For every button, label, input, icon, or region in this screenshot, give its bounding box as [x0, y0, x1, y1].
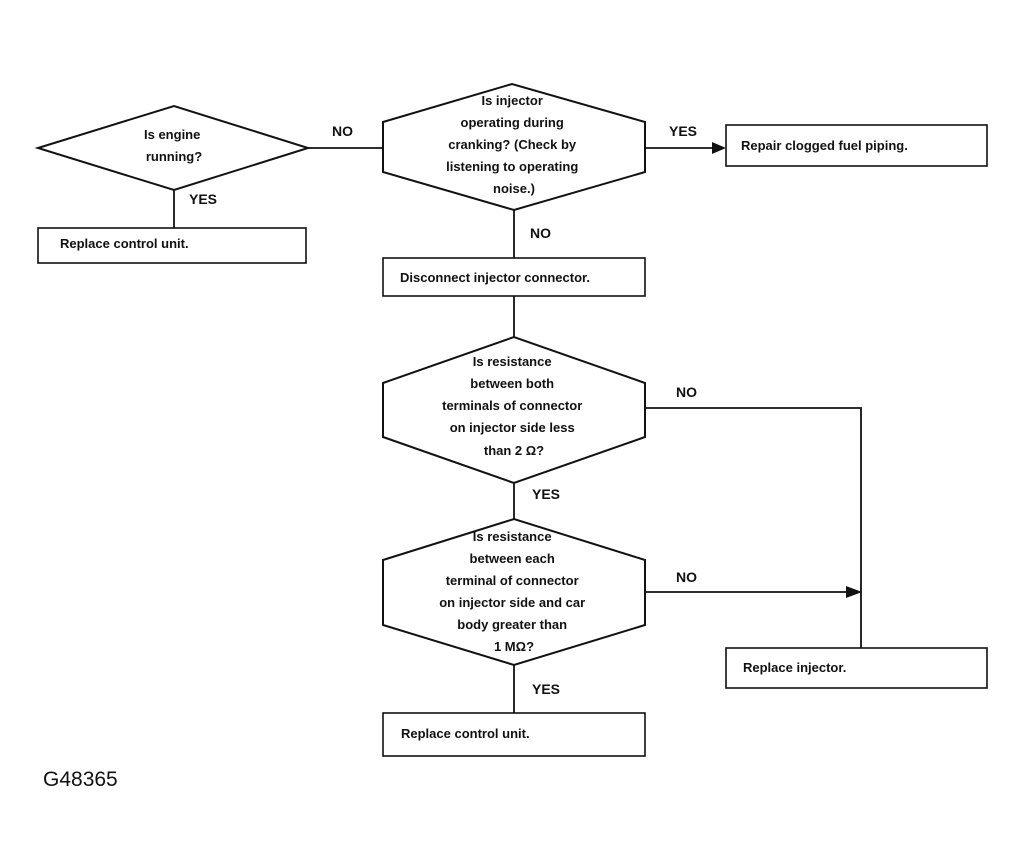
label-engine-no: NO — [332, 123, 353, 139]
decision-text: Is resistance between both terminals of … — [442, 354, 586, 458]
decision-line: than 2 Ω? — [484, 443, 544, 458]
decision-line: terminal of connector — [446, 573, 579, 588]
decision-injector-operating: Is injector operating during cranking? (… — [382, 82, 646, 212]
decision-line: listening to operating — [446, 159, 578, 174]
decision-text: Is engine running? — [144, 127, 204, 164]
label-injector-yes: YES — [669, 123, 697, 139]
process-replace-injector: Replace injector. — [725, 647, 988, 689]
decision-line: Is injector — [481, 93, 542, 108]
process-text: Replace control unit. — [60, 236, 189, 251]
decision-line: cranking? (Check by — [448, 137, 577, 152]
decision-resistance-body: Is resistance between each terminal of c… — [382, 517, 646, 667]
decision-text: Is resistance between each terminal of c… — [439, 529, 589, 654]
label-engine-yes: YES — [189, 191, 217, 207]
figure-id: G48365 — [43, 768, 118, 791]
process-text: Replace injector. — [743, 660, 846, 675]
process-disconnect-connector: Disconnect injector connector. — [382, 257, 646, 297]
decision-resistance-terminals: Is resistance between both terminals of … — [382, 335, 646, 485]
decision-line: running? — [146, 149, 202, 164]
process-text: Replace control unit. — [401, 726, 530, 741]
decision-line: on injector side less — [450, 420, 575, 435]
decision-line: on injector side and car — [439, 595, 585, 610]
decision-text: Is injector operating during cranking? (… — [446, 93, 582, 196]
arrowhead-to-repair-piping — [712, 142, 726, 154]
process-repair-fuel-piping: Repair clogged fuel piping. — [725, 124, 988, 167]
connectors — [173, 142, 862, 713]
decision-engine-running: Is engine running? — [34, 104, 312, 192]
label-terminals-no: NO — [676, 384, 697, 400]
decision-line: operating during — [461, 115, 564, 130]
label-injector-no: NO — [530, 225, 551, 241]
decision-line: body greater than — [457, 617, 567, 632]
connector-terminals-no-right — [645, 407, 862, 648]
label-body-yes: YES — [532, 681, 560, 697]
decision-line: 1 MΩ? — [494, 639, 534, 654]
process-text: Repair clogged fuel piping. — [741, 138, 908, 153]
decision-line: between both — [470, 376, 554, 391]
decision-line: Is resistance — [473, 354, 552, 369]
label-terminals-yes: YES — [532, 486, 560, 502]
branch-labels: YES NO YES NO NO YES NO YES — [189, 123, 697, 697]
decision-line: terminals of connector — [442, 398, 582, 413]
decision-line: noise.) — [493, 181, 535, 196]
process-replace-control-unit-top: Replace control unit. — [37, 227, 307, 264]
decision-line: Is engine — [144, 127, 200, 142]
process-text: Disconnect injector connector. — [400, 270, 590, 285]
arrowhead-to-replace-injector — [846, 586, 862, 598]
decision-line: between each — [470, 551, 555, 566]
decision-line: Is resistance — [473, 529, 552, 544]
label-body-no: NO — [676, 569, 697, 585]
process-replace-control-unit-bottom: Replace control unit. — [382, 712, 646, 757]
